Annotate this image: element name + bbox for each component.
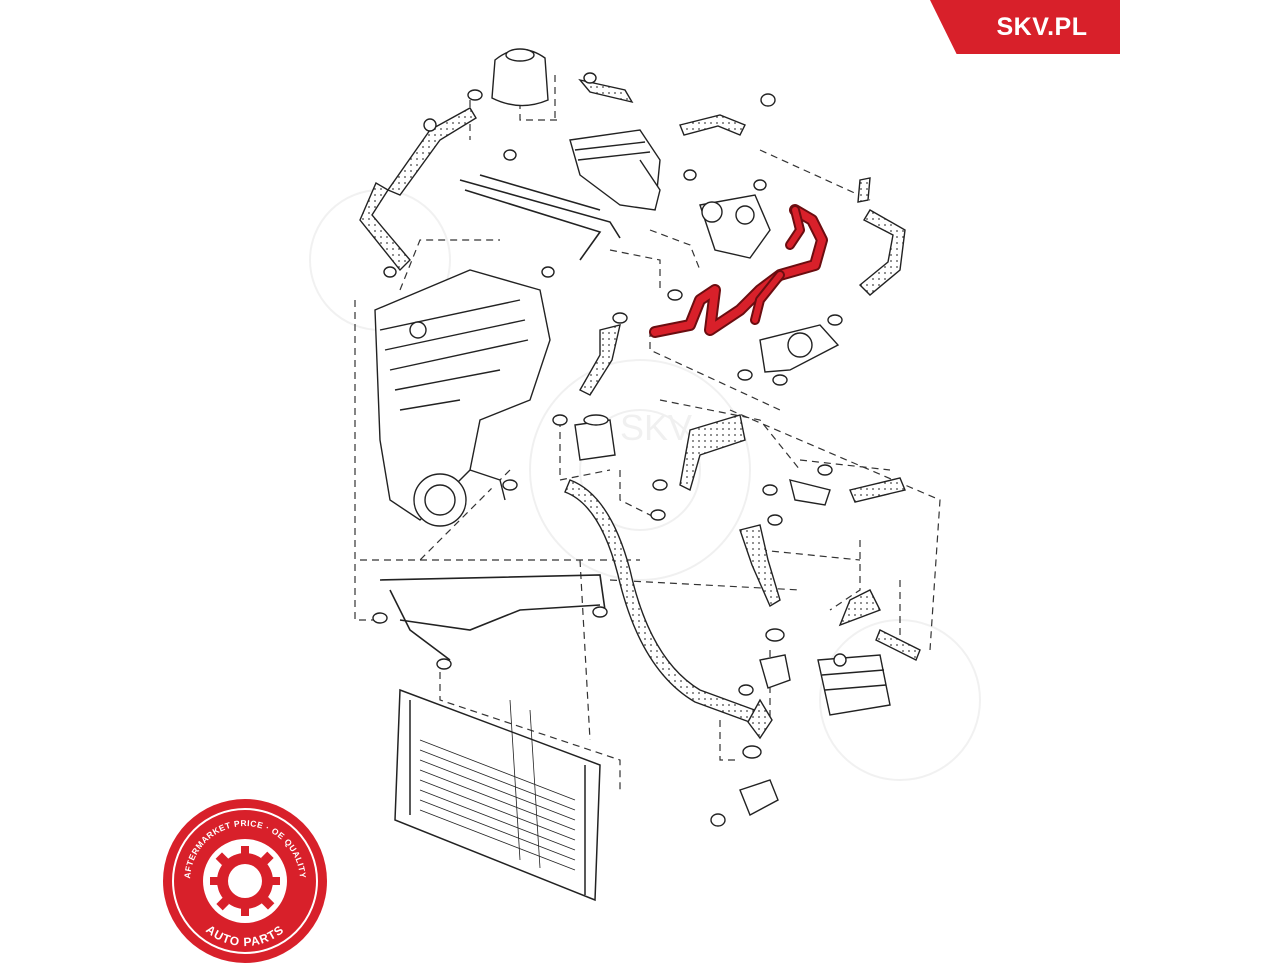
- oil-cooler: [817, 653, 891, 716]
- skv-seal-logo: SKV AFTERMARKET PRICE · OE QUALITY AUTO …: [163, 799, 327, 963]
- brand-banner-text: SKV.PL: [996, 12, 1088, 41]
- seal-center-text: SKV: [234, 877, 257, 889]
- metal-pipes: [459, 174, 621, 261]
- manifold: [569, 129, 661, 211]
- rubber-hoses: [359, 78, 921, 740]
- lower-metal-pipe: [379, 574, 606, 661]
- watermark-text: SKV: [620, 407, 692, 448]
- engine-block: [374, 269, 551, 527]
- watermark: SKV: [309, 189, 981, 781]
- clamps: [372, 72, 843, 827]
- small-reservoir: [574, 414, 616, 461]
- outlet-elbow: [739, 654, 791, 816]
- expansion-tank: [491, 48, 549, 107]
- radiator: [394, 688, 601, 902]
- egr-valve: [699, 194, 771, 259]
- thermostat-housing: [759, 324, 840, 506]
- highlighted-hose: [649, 204, 828, 338]
- leader-lines: [354, 75, 941, 790]
- brand-banner[interactable]: SKV.PL: [930, 0, 1120, 54]
